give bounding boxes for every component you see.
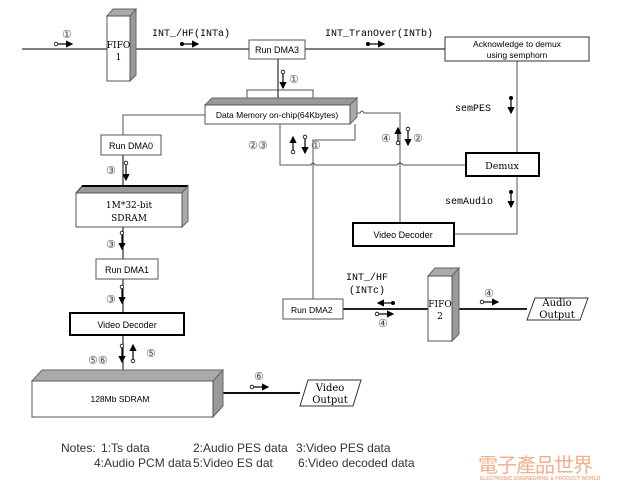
flow-arrows bbox=[53, 40, 515, 391]
note-2: 2:Audio PES data bbox=[193, 441, 288, 455]
arrow-dma2-fifo2 bbox=[374, 310, 395, 318]
marker-mem-2: ② bbox=[413, 133, 423, 145]
wire-mem-vdec bbox=[357, 110, 401, 224]
sdram-128mb-label: 128Mb SDRAM bbox=[90, 394, 149, 404]
data-memory-block: Data Memory on-chip(64Kbytes) bbox=[203, 96, 359, 126]
sdram-1m-block: 1M*32-bit SDRAM bbox=[74, 184, 190, 229]
note-6: 6:Video decoded data bbox=[298, 456, 415, 470]
arrow-mem-down-2 bbox=[404, 126, 412, 147]
sdram-128mb-block: 128Mb SDRAM bbox=[30, 368, 225, 419]
video-output-block: Video Output bbox=[299, 379, 362, 407]
marker-sdram-6: ⑥ bbox=[254, 371, 264, 383]
wire-mem-demux bbox=[279, 124, 466, 166]
video-decoder-right-label: Video Decoder bbox=[373, 230, 432, 240]
run-dma3-label: Run DMA3 bbox=[255, 45, 299, 55]
acknowledge-block: Acknowledge to demux using semphorn bbox=[444, 36, 590, 62]
wire-demux-vdec bbox=[454, 176, 518, 235]
note-5: 5:Video ES dat bbox=[193, 456, 273, 470]
acknowledge-label-line2: using semphorn bbox=[487, 50, 548, 60]
run-dma1-label: Run DMA1 bbox=[105, 265, 149, 275]
arrow-sdram-video-6 bbox=[249, 383, 270, 391]
signal-inta-label: INT_/HF(INTa) bbox=[152, 28, 230, 40]
arrow-vdec-sdram-56 bbox=[118, 343, 126, 364]
marker-dma1-3: ③ bbox=[106, 294, 116, 306]
run-dma0-block: Run DMA0 bbox=[100, 134, 162, 156]
arrow-sdram-dma1 bbox=[118, 230, 126, 251]
arrow-intc bbox=[376, 299, 395, 307]
wire-mem-top-loop bbox=[246, 89, 314, 98]
fifo1-label-line2: 1 bbox=[116, 53, 122, 63]
watermark-subtitle: ELECTRONIC ENGINEERING & PRODUCT WORLD bbox=[480, 476, 601, 482]
arrow-mem-up-23 bbox=[289, 135, 297, 155]
watermark-logo: 電子產品世界 bbox=[478, 453, 593, 477]
marker-fifo2-4: ④ bbox=[484, 288, 494, 300]
video-output-label-line1: Video bbox=[315, 383, 345, 394]
fifo2-label-line1: FIFO bbox=[428, 300, 451, 310]
flow-markers: ① ① ②③ ① ④ ② ③ ③ ③ ④ ④ ⑤⑥ ⑤ ⑥ bbox=[62, 29, 494, 383]
audio-output-block: Audio bbox=[526, 297, 589, 321]
signal-intc-label-line2: (INTc) bbox=[349, 285, 385, 297]
run-dma2-label: Run DMA2 bbox=[291, 305, 333, 315]
marker-dma3-1: ① bbox=[289, 74, 299, 86]
fifo1-block: FIFO 1 bbox=[105, 7, 138, 83]
note-4: 4:Audio PCM data bbox=[94, 456, 192, 470]
sdram-1m-label-line2: SDRAM bbox=[111, 214, 147, 224]
arrow-semaudio bbox=[507, 190, 515, 209]
audio-output-label-line2: Output bbox=[539, 310, 575, 321]
marker-vdec-5: ⑤ bbox=[146, 348, 156, 360]
signal-intc-label-line1: INT_/HF bbox=[346, 272, 388, 284]
demux-block: Demux bbox=[465, 152, 540, 177]
notes-prefix: Notes: bbox=[61, 441, 96, 455]
wire-mem-dma0 bbox=[122, 114, 205, 138]
demux-label: Demux bbox=[485, 161, 519, 172]
signal-intb-label: INT_TranOver(INTb) bbox=[325, 28, 433, 40]
video-decoder-right-block: Video Decoder bbox=[352, 222, 455, 247]
audio-output-label-line1: Audio bbox=[541, 298, 571, 309]
marker-mem-23: ②③ bbox=[248, 140, 268, 152]
signal-sempes-label: semPES bbox=[455, 104, 491, 115]
marker-vdec-56: ⑤⑥ bbox=[88, 355, 108, 367]
arrow-mem-up-4 bbox=[394, 126, 402, 146]
arrow-sdram-vdec-5 bbox=[129, 343, 137, 364]
video-decoder-left-label: Video Decoder bbox=[97, 320, 156, 330]
acknowledge-label-line1: Acknowledge to demux bbox=[473, 39, 562, 49]
run-dma0-label: Run DMA0 bbox=[109, 141, 153, 151]
video-output-label-line2: Output bbox=[312, 395, 348, 406]
arrow-sempes bbox=[507, 96, 515, 115]
arrow-dma3-mem bbox=[279, 69, 287, 90]
marker-mem-4: ④ bbox=[381, 133, 391, 145]
video-decoder-left-block: Video Decoder bbox=[69, 312, 185, 336]
arrow-mem-down-1 bbox=[301, 134, 309, 155]
arrow-fifo2-audio bbox=[479, 298, 500, 306]
run-dma1-block: Run DMA1 bbox=[95, 258, 159, 280]
arrow-intb bbox=[366, 40, 386, 48]
marker-input-1: ① bbox=[62, 29, 72, 41]
wire-mem-dma2 bbox=[312, 124, 356, 300]
arrow-dma0-sdram bbox=[122, 160, 130, 182]
signal-semaudio-label: semAudio bbox=[445, 196, 493, 208]
fifo2-block: FIFO 2 bbox=[426, 266, 461, 343]
arrow-dma1-vdec bbox=[118, 284, 126, 305]
note-3: 3:Video PES data bbox=[296, 441, 391, 455]
fifo1-label-line1: FIFO bbox=[107, 41, 130, 51]
sdram-1m-label-line1: 1M*32-bit bbox=[106, 201, 153, 211]
note-1: 1:Ts data bbox=[101, 441, 150, 455]
arrow-inta bbox=[180, 40, 200, 48]
marker-mem-1: ① bbox=[311, 140, 321, 152]
arrow-input-ts bbox=[53, 40, 74, 48]
marker-dma2-4: ④ bbox=[378, 318, 388, 330]
marker-dma0-3: ③ bbox=[106, 165, 116, 177]
marker-sdram-3: ③ bbox=[106, 239, 116, 251]
run-dma2-block: Run DMA2 bbox=[282, 298, 344, 320]
run-dma3-block: Run DMA3 bbox=[248, 39, 306, 60]
fifo2-label-line2: 2 bbox=[437, 312, 443, 322]
data-memory-label: Data Memory on-chip(64Kbytes) bbox=[216, 110, 339, 120]
